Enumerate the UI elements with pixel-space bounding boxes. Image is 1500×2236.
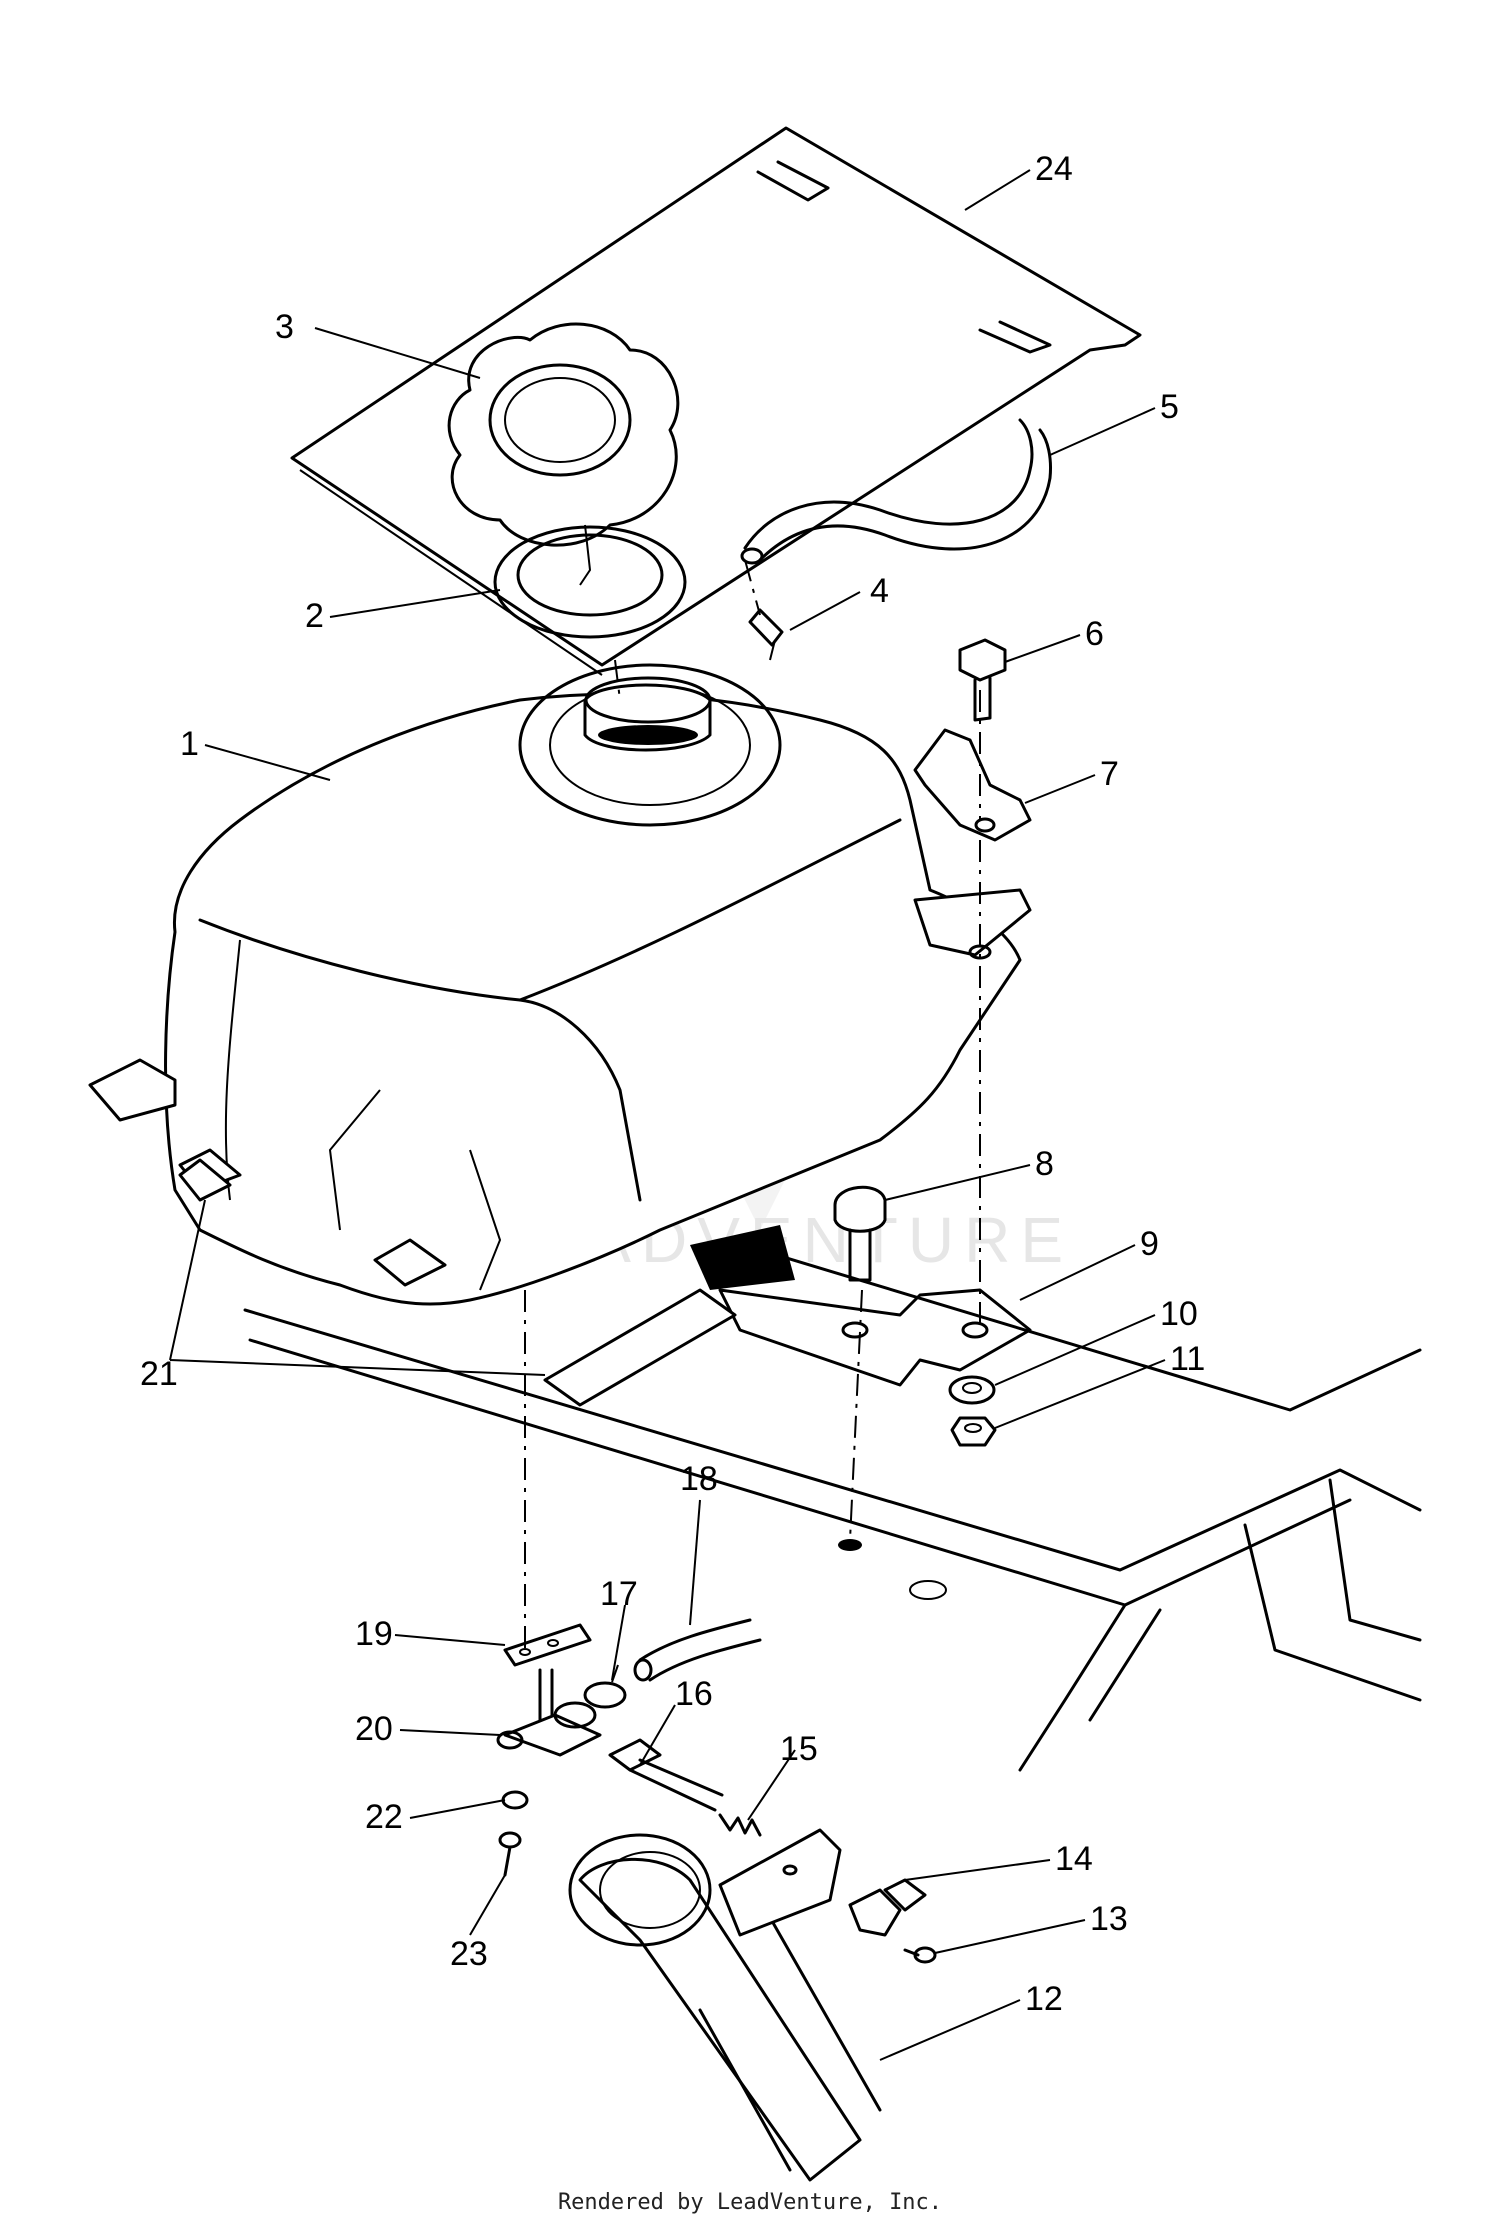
fuel-cap bbox=[447, 322, 680, 586]
bolt-upper bbox=[958, 638, 1007, 722]
footrest-tube bbox=[568, 1833, 882, 2182]
part-label-23: 23 bbox=[450, 1935, 488, 1973]
part-label-17: 17 bbox=[600, 1575, 638, 1613]
spring bbox=[718, 1813, 762, 1837]
valve-screw bbox=[498, 1831, 522, 1877]
render-credit: Rendered by LeadVenture, Inc. bbox=[557, 2190, 943, 2215]
part-label-24: 24 bbox=[1035, 150, 1073, 188]
part-label-19: 19 bbox=[355, 1615, 393, 1653]
valve-plate bbox=[503, 1623, 592, 1667]
cap-gasket bbox=[493, 525, 687, 639]
washer bbox=[948, 1375, 996, 1405]
vent-hose bbox=[740, 418, 1052, 565]
part-label-7: 7 bbox=[1100, 755, 1119, 793]
valve-mount bbox=[718, 1828, 842, 1937]
vent-fitting bbox=[748, 608, 784, 661]
leader-lines bbox=[169, 169, 1166, 2061]
part-label-16: 16 bbox=[675, 1675, 713, 1713]
valve-lever bbox=[608, 1738, 724, 1812]
part-label-13: 13 bbox=[1090, 1900, 1128, 1938]
part-label-20: 20 bbox=[355, 1710, 393, 1748]
part-label-12: 12 bbox=[1025, 1980, 1063, 2018]
tank-bracket bbox=[913, 728, 1032, 842]
tank-pads bbox=[178, 1158, 737, 1407]
valve-knob bbox=[848, 1878, 927, 1937]
part-label-6: 6 bbox=[1085, 615, 1104, 653]
hose-clamp bbox=[583, 1664, 627, 1709]
part-label-2: 2 bbox=[305, 597, 324, 635]
cover-plate bbox=[290, 126, 1142, 676]
bolt-lower bbox=[833, 1185, 887, 1282]
lower-bracket bbox=[718, 1288, 1032, 1387]
part-label-18: 18 bbox=[680, 1460, 718, 1498]
fuel-valve bbox=[496, 1668, 602, 1757]
part-label-8: 8 bbox=[1035, 1145, 1054, 1183]
part-label-14: 14 bbox=[1055, 1840, 1093, 1878]
part-label-5: 5 bbox=[1160, 388, 1179, 426]
knob-screw bbox=[903, 1946, 937, 1964]
part-labels: 24 3 5 2 4 6 1 7 8 9 10 11 21 18 17 19 1… bbox=[140, 150, 1205, 2018]
assembly-lines bbox=[524, 559, 981, 1650]
part-label-3: 3 bbox=[275, 308, 294, 346]
nut bbox=[950, 1416, 997, 1447]
part-label-4: 4 bbox=[870, 572, 889, 610]
frame bbox=[243, 1248, 1422, 1772]
part-label-21: 21 bbox=[140, 1355, 178, 1393]
part-label-22: 22 bbox=[365, 1798, 403, 1836]
part-label-11: 11 bbox=[1170, 1340, 1205, 1378]
part-label-15: 15 bbox=[780, 1730, 818, 1768]
fuel-line bbox=[633, 1618, 762, 1682]
part-label-10: 10 bbox=[1160, 1295, 1198, 1333]
part-label-9: 9 bbox=[1140, 1225, 1159, 1263]
lock-washer bbox=[501, 1790, 529, 1810]
part-label-1: 1 bbox=[180, 725, 199, 763]
